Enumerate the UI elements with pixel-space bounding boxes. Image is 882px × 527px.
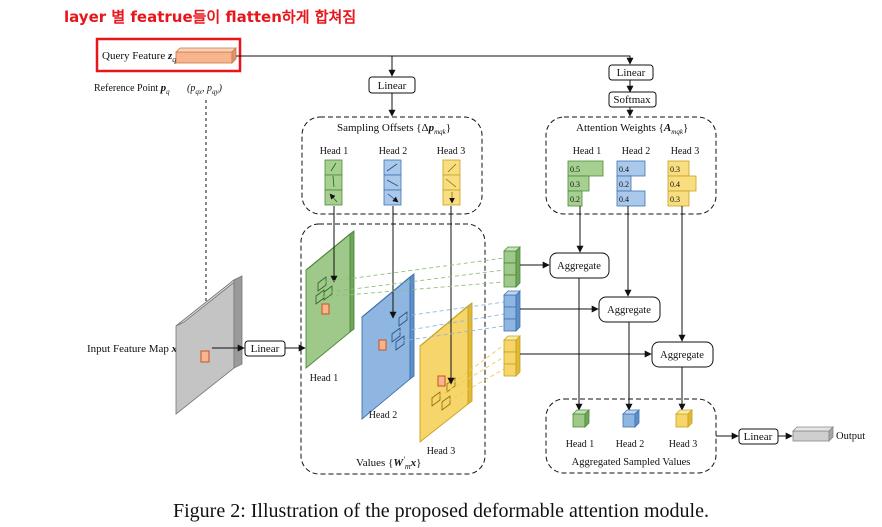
value-map-head-2: [361, 273, 415, 420]
weights-head-1-label: Head 1: [573, 146, 602, 157]
weight-value-3-2: 0.4: [670, 180, 680, 189]
value-head-2-label: Head 2: [369, 410, 398, 421]
svg-text:Aggregate: Aggregate: [607, 305, 651, 316]
svg-text:Softmax: Softmax: [613, 94, 651, 106]
linear-box-values: Linear: [244, 340, 286, 357]
attention-weights-label: Attention Weights {Amqk}: [576, 122, 688, 136]
softmax-box: Softmax: [608, 91, 657, 108]
weight-value-3-3: 0.3: [670, 195, 680, 204]
aggregated-head-2-label: Head 2: [616, 439, 645, 450]
sampled-values-blue: [503, 290, 521, 332]
output-label: Output: [836, 431, 865, 442]
aggregated-values-label: Aggregated Sampled Values: [572, 457, 691, 468]
linear-box-offsets: Linear: [368, 76, 416, 94]
svg-text:Aggregate: Aggregate: [557, 261, 601, 272]
weights-head-2-label: Head 2: [622, 146, 651, 157]
value-head-1-label: Head 1: [310, 373, 339, 384]
svg-text:Aggregate: Aggregate: [660, 350, 704, 361]
aggregated-head-3-label: Head 3: [669, 439, 698, 450]
weight-bar-2-3: [616, 190, 646, 207]
attention-weight-bars: 0.5 0.3 0.2 0.4 0.2 0.4 0.3 0.4 0.3: [567, 160, 697, 207]
aggregated-cube-head-3: [675, 409, 693, 428]
query-highlight-box: [95, 37, 242, 73]
weight-connectors: [576, 206, 686, 342]
offset-to-value-arrows: [330, 206, 455, 385]
svg-text:Linear: Linear: [251, 343, 280, 355]
value-map-head-3: [419, 302, 473, 443]
figure-caption: Figure 2: Illustration of the proposed d…: [173, 500, 709, 522]
query-feature-label: Query Feature zq: [102, 50, 176, 64]
offsets-head-3-label: Head 3: [437, 146, 466, 157]
aggregate-box-head-3: Aggregate: [651, 341, 714, 368]
offsets-head-1-label: Head 1: [320, 146, 349, 157]
svg-text:Linear: Linear: [744, 431, 773, 443]
linear-box-weights: Linear: [608, 64, 654, 81]
aggregate-box-head-2: Aggregate: [598, 296, 661, 323]
offsets-head-2-label: Head 2: [379, 146, 408, 157]
annotation-note: layer 별 featrue들이 flatten하게 합쳐짐: [64, 8, 357, 26]
weight-value-1-2: 0.3: [570, 180, 580, 189]
weight-value-1-1: 0.5: [570, 165, 580, 174]
aggregate-to-output-arrows: [575, 278, 686, 411]
aggregated-head-1-label: Head 1: [566, 439, 595, 450]
aggregated-cube-head-1: [572, 409, 590, 428]
sampling-offsets-group: [301, 116, 483, 215]
reference-point-coords: (pqx, pqy): [187, 83, 223, 96]
weights-head-3-label: Head 3: [671, 146, 700, 157]
sampling-lines-blue: [397, 301, 505, 342]
weight-bar-1-3: [567, 190, 583, 207]
sampled-values-yellow: [503, 335, 521, 377]
aggregated-values-group: [545, 398, 717, 474]
weight-value-2-3: 0.4: [619, 195, 629, 204]
offsets-head-1-cells: [325, 159, 343, 206]
weight-value-2-2: 0.2: [619, 180, 629, 189]
aggregated-cube-head-2: [622, 409, 640, 428]
sampling-lines-yellow: [437, 344, 505, 402]
sampling-offsets-label: Sampling Offsets {Δpmqk}: [337, 122, 451, 136]
sampling-lines-green: [321, 257, 505, 298]
weight-value-1-3: 0.2: [570, 195, 580, 204]
values-label: Values {W′mx}: [356, 455, 421, 471]
input-feature-map-label: Input Feature Map x: [87, 343, 178, 355]
reference-point-label: Reference Point pq: [94, 82, 170, 96]
offsets-head-2-cells: [383, 159, 401, 205]
query-feature-bar: [175, 47, 237, 64]
offsets-head-3-cells: [442, 159, 461, 205]
query-connectors: [202, 55, 634, 345]
linear-box-output: Linear: [738, 428, 779, 445]
input-feature-map: [175, 275, 243, 415]
weight-value-3-1: 0.3: [670, 165, 680, 174]
svg-text:Linear: Linear: [378, 80, 407, 92]
value-map-head-1: [305, 230, 355, 369]
output-bar: [792, 426, 834, 442]
weight-bar-3-3: [667, 190, 690, 207]
value-head-3-label: Head 3: [427, 446, 456, 457]
weight-value-2-1: 0.4: [619, 165, 629, 174]
sampled-values-green: [503, 246, 521, 288]
svg-text:Linear: Linear: [617, 67, 646, 79]
attention-weights-group: [545, 116, 717, 215]
aggregate-box-head-1: Aggregate: [549, 252, 610, 279]
